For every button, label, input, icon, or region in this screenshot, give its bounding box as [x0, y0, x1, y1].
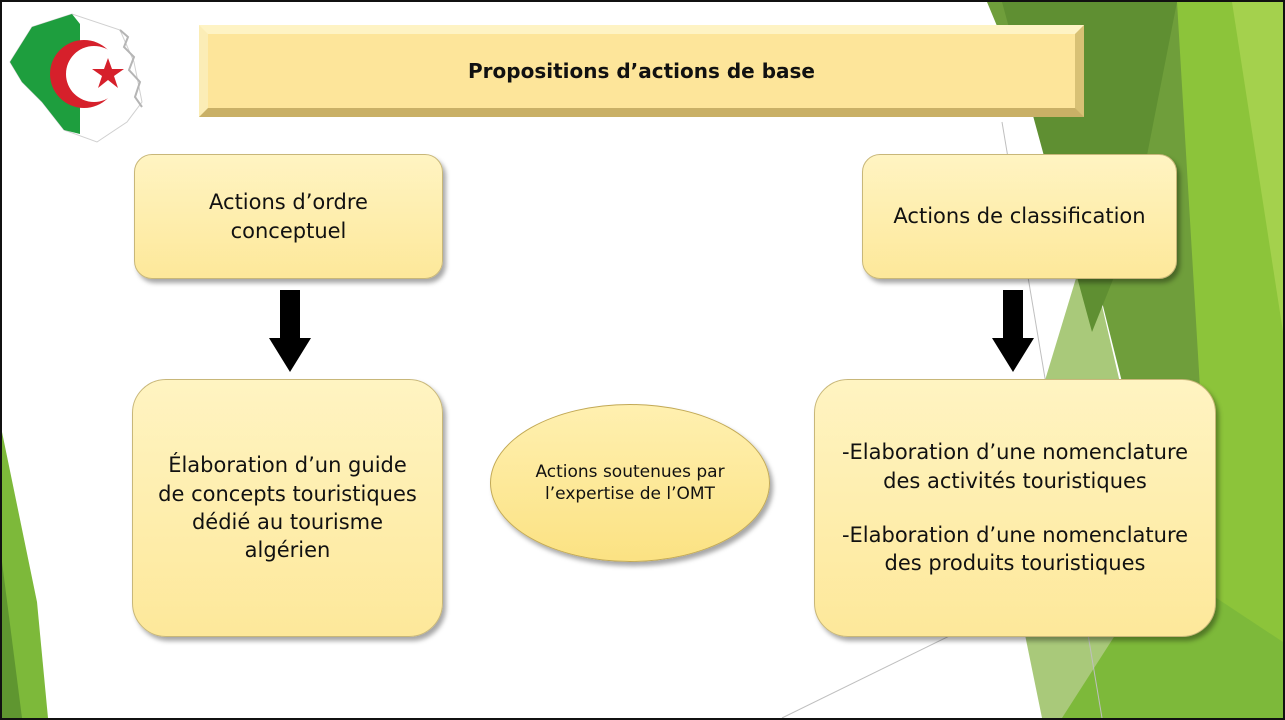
classification-actions-text: Actions de classification	[893, 204, 1146, 229]
nomenclature-products-text: -Elaboration d’une nomenclature des prod…	[841, 523, 1189, 576]
omt-expertise-ellipse: Actions soutenues par l’expertise de l’O…	[490, 404, 770, 562]
title-text: Propositions d’actions de base	[468, 59, 815, 83]
classification-actions-box: Actions de classification	[862, 154, 1177, 279]
title-box: Propositions d’actions de base	[199, 25, 1084, 117]
conceptual-actions-box: Actions d’ordre conceptuel	[134, 154, 443, 279]
concept-guide-text: Élaboration d’un guide de concepts touri…	[158, 453, 417, 563]
conceptual-actions-text: Actions d’ordre conceptuel	[209, 190, 368, 243]
nomenclature-activities-text: -Elaboration d’une nomenclature des acti…	[841, 440, 1189, 493]
nomenclature-box: -Elaboration d’une nomenclature des acti…	[814, 379, 1216, 637]
omt-expertise-text: Actions soutenues par l’expertise de l’O…	[535, 461, 725, 504]
down-arrow-icon	[269, 290, 311, 372]
algeria-map-flag-icon	[9, 13, 143, 143]
down-arrow-icon	[992, 290, 1034, 372]
concept-guide-box: Élaboration d’un guide de concepts touri…	[132, 379, 443, 637]
